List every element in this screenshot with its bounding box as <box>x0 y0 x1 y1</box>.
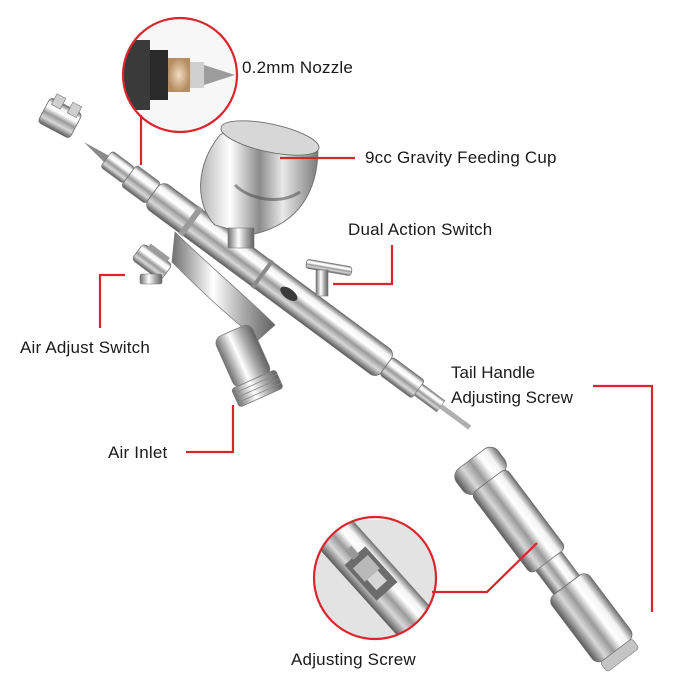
label-nozzle: 0.2mm Nozzle <box>242 58 354 77</box>
label-cup: 9cc Gravity Feeding Cup <box>365 148 557 167</box>
nozzle-cap-part <box>38 93 83 138</box>
leader-dual-action <box>333 245 394 286</box>
label-air-adjust: Air Adjust Switch <box>20 338 151 357</box>
label-tail-handle-line1: Tail Handle <box>451 363 536 382</box>
label-dual-action: Dual Action Switch <box>348 220 493 239</box>
leader-air-inlet <box>186 405 235 454</box>
leader-adjusting-screw <box>432 542 538 594</box>
callout-lines <box>98 115 654 612</box>
leader-air-adjust <box>98 273 125 328</box>
nozzle-detail-circle <box>121 16 239 134</box>
label-air-inlet: Air Inlet <box>108 443 168 462</box>
airbrush-body <box>38 93 639 672</box>
tail-handle <box>454 446 639 672</box>
gravity-cup <box>200 120 320 249</box>
leader-tail-handle <box>593 384 654 612</box>
label-tail-handle: Tail Handle Adjusting Screw <box>451 360 573 410</box>
label-tail-handle-line2: Adjusting Screw <box>451 388 573 407</box>
screw-detail-circle <box>312 515 438 641</box>
label-adjusting-screw: Adjusting Screw <box>291 650 416 669</box>
